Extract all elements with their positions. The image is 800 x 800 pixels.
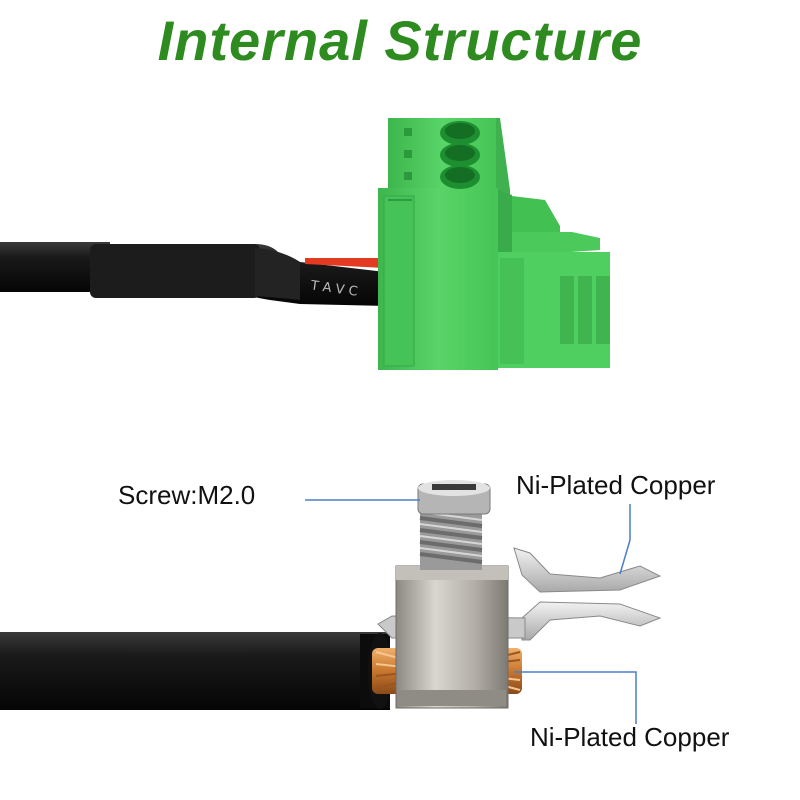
clamp-block <box>395 565 509 709</box>
svg-text:T A V C: T A V C <box>309 278 359 300</box>
label-clamp-copper: Ni-Plated Copper <box>530 722 730 752</box>
bottom-cable <box>0 632 392 710</box>
leader-lines <box>305 499 637 724</box>
green-terminal-connector <box>378 118 610 370</box>
leader-line-clip <box>619 504 631 575</box>
label-screw: Screw:M2.0 <box>118 480 256 510</box>
top-cable: T A V C <box>0 242 385 306</box>
screw <box>417 480 491 570</box>
leader-line-wire <box>514 671 637 724</box>
label-clip-copper: Ni-Plated Copper <box>516 470 716 500</box>
red-wire <box>305 258 385 268</box>
page-title: Internal Structure <box>157 9 643 72</box>
